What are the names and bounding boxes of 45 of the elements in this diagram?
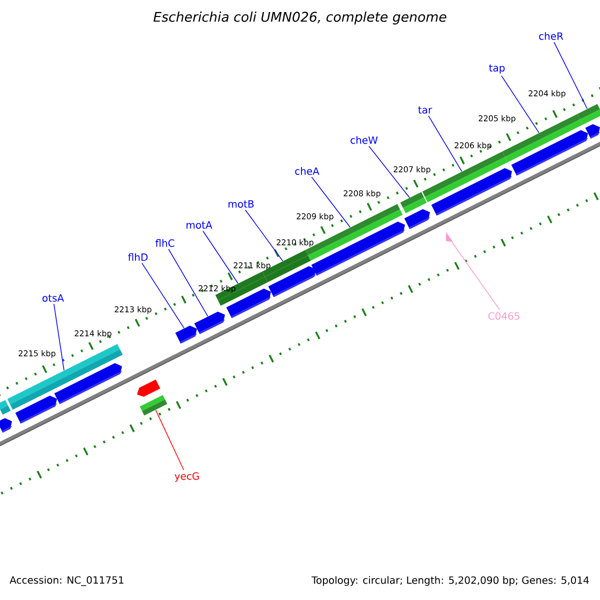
feature-marker bbox=[446, 232, 453, 242]
tick-label: 2209 kbp bbox=[296, 213, 334, 221]
gene-label: yecG bbox=[174, 472, 199, 482]
gene-label: tar bbox=[418, 106, 432, 114]
leader-line bbox=[368, 146, 410, 198]
tick-label: 2211 kbp bbox=[234, 262, 270, 270]
gene-bar bbox=[194, 312, 225, 334]
leader-line bbox=[554, 42, 588, 110]
tick-label: 2208 kbp bbox=[344, 190, 380, 198]
leader-line bbox=[202, 230, 238, 284]
gene-bar bbox=[577, 104, 600, 125]
footer-text: Topology: circular; Length: 5,202,090 bp; Genes: 5,014 bbox=[312, 576, 589, 586]
leader-line bbox=[428, 115, 462, 172]
gene-label: flhD bbox=[128, 253, 148, 261]
tick-label: 2205 kbp bbox=[478, 115, 516, 123]
gene-label: cheW bbox=[350, 136, 378, 144]
leader-line bbox=[142, 262, 184, 329]
tick-label: 2206 kbp bbox=[454, 142, 492, 150]
footer-text: Accession: NC_011751 bbox=[10, 576, 124, 586]
tick-label: 2213 kbp bbox=[114, 306, 152, 314]
leader-line bbox=[155, 410, 184, 470]
gene-label: motB bbox=[228, 200, 254, 208]
tick-label: 2204 kbp bbox=[528, 90, 566, 98]
gene-bar bbox=[502, 114, 583, 162]
leader-line bbox=[452, 242, 500, 310]
gene-label: cheR bbox=[539, 32, 564, 40]
leader-line bbox=[501, 75, 540, 134]
title: Escherichia coli UMN026, complete genome bbox=[154, 12, 446, 24]
gene-label: tap bbox=[489, 64, 505, 74]
gene-label: motA bbox=[186, 221, 212, 229]
gene-bar bbox=[137, 380, 160, 397]
gene-bar bbox=[140, 395, 168, 416]
gene-label: cheA bbox=[295, 167, 320, 175]
tick-label: 2207 kbp bbox=[394, 166, 430, 174]
leader-line bbox=[168, 248, 208, 317]
gene-label: otsA bbox=[42, 294, 64, 302]
gene-bar bbox=[175, 326, 197, 344]
gene-label: flhC bbox=[155, 239, 174, 247]
tick-label: 2215 kbp bbox=[18, 350, 56, 358]
leader-line bbox=[54, 304, 64, 371]
gene-bar bbox=[400, 192, 427, 214]
gene-label: C0465 bbox=[488, 312, 520, 320]
gene-bar bbox=[7, 344, 123, 410]
tick-label: 2210 kbp bbox=[276, 239, 314, 247]
leader-line bbox=[244, 210, 284, 262]
